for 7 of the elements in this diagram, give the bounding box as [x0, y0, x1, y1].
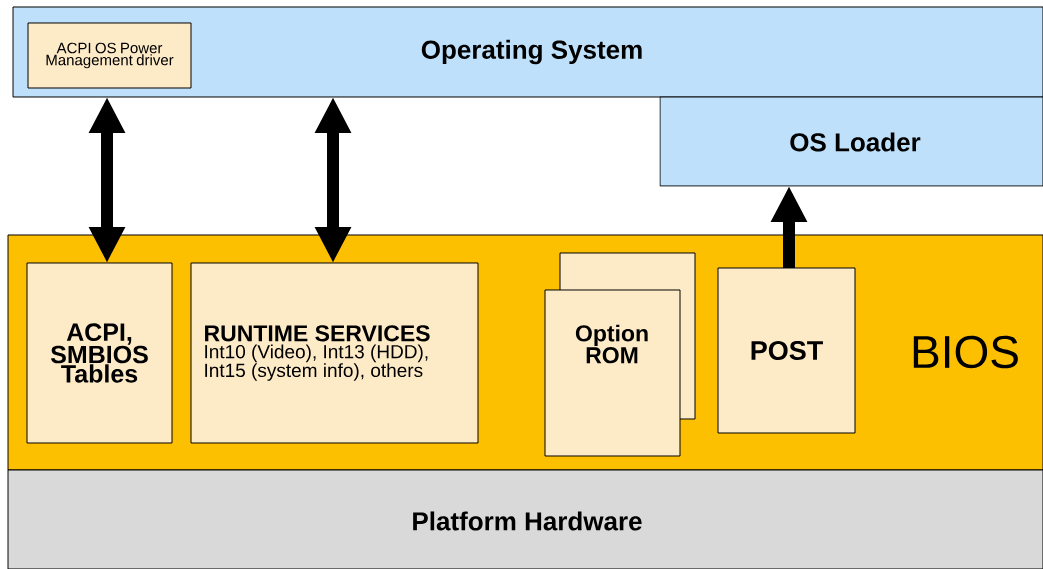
layer-band: OS Loader: [659, 96, 1043, 187]
layer-band: Platform Hardware: [7, 469, 1043, 569]
component-box: ACPI, SMBIOS Tables: [26, 262, 173, 444]
component-box: Option ROM: [544, 289, 681, 457]
component-box: POST: [717, 267, 856, 434]
driver-box: ACPI OS Power Management driver: [27, 22, 192, 89]
component-box: RUNTIME SERVICES Int10 (Video), Int13 (HDD), Int15 (system info), others: [190, 262, 479, 444]
